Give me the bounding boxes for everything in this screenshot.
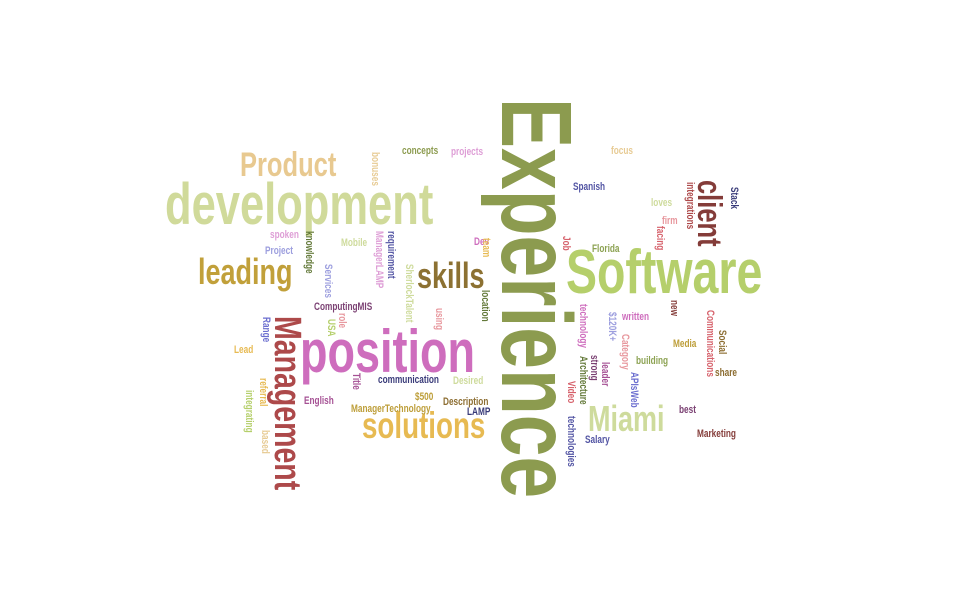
word: team <box>480 238 492 258</box>
word: Social <box>716 330 728 355</box>
word-miami: Miami <box>588 398 665 439</box>
word: Media <box>673 338 697 350</box>
word: knowledge <box>303 231 315 274</box>
word: loves <box>651 197 673 209</box>
word: communication <box>378 374 439 386</box>
word: Desired <box>453 375 484 387</box>
word: referral <box>257 378 269 407</box>
word-software: Software <box>566 238 763 307</box>
word: focus <box>611 145 634 157</box>
word: Salary <box>585 434 610 446</box>
word: based <box>259 430 271 454</box>
word-experience: Experience <box>480 98 592 499</box>
word: leader <box>599 362 611 387</box>
word: $500 <box>415 391 434 403</box>
word: Video <box>565 381 577 404</box>
word: Marketing <box>697 428 736 440</box>
word: ManagerTechnology <box>351 403 431 415</box>
word: share <box>715 367 738 379</box>
word-leading: leading <box>198 251 293 292</box>
word-client: client <box>690 180 728 247</box>
word: integrating <box>243 390 255 433</box>
word-solutions: solutions <box>362 405 486 446</box>
word: English <box>304 395 334 407</box>
word: bonuses <box>369 152 381 186</box>
word: Services <box>322 264 334 298</box>
word-management: Management <box>266 316 308 491</box>
word: technologies <box>565 416 577 467</box>
word: strong <box>588 355 600 381</box>
word: ManagerLAMP <box>373 231 385 289</box>
word: Florida <box>592 243 620 255</box>
word: ComputingMIS <box>314 301 373 313</box>
word: best <box>679 404 696 416</box>
word: USA <box>325 319 337 337</box>
word: Project <box>265 245 293 257</box>
word: APIsWeb <box>628 372 640 408</box>
word: Job <box>560 236 572 251</box>
word: Dev <box>474 236 490 248</box>
word-position: position <box>300 318 475 385</box>
word: facing <box>654 226 666 251</box>
word: SherlockTalent <box>403 264 415 323</box>
word: Stack <box>728 187 740 210</box>
word: concepts <box>402 145 439 157</box>
word: integrations <box>684 182 696 230</box>
word-skills: skills <box>417 255 485 296</box>
word: requirement <box>385 231 397 279</box>
word: projects <box>451 146 484 158</box>
word: Description <box>443 396 489 408</box>
word-development: development <box>165 172 434 237</box>
word: Category <box>619 334 631 370</box>
word: Title <box>350 373 362 390</box>
word: written <box>622 311 650 323</box>
word: building <box>636 355 669 367</box>
word: Communications <box>704 310 716 377</box>
word: Lead <box>234 344 254 356</box>
word: LAMP <box>467 406 491 418</box>
word: location <box>479 290 491 322</box>
word: Range <box>260 317 272 343</box>
word-product: Product <box>240 146 337 184</box>
word: spoken <box>270 229 299 241</box>
word: using <box>433 308 445 331</box>
word: Spanish <box>573 181 606 193</box>
word: $120K+ <box>606 312 618 342</box>
word: firm <box>662 215 678 227</box>
word: new <box>668 300 680 317</box>
word: role <box>336 313 348 329</box>
word: Mobile <box>341 237 368 249</box>
word: Architecture <box>577 356 589 405</box>
word: technology <box>577 304 589 349</box>
